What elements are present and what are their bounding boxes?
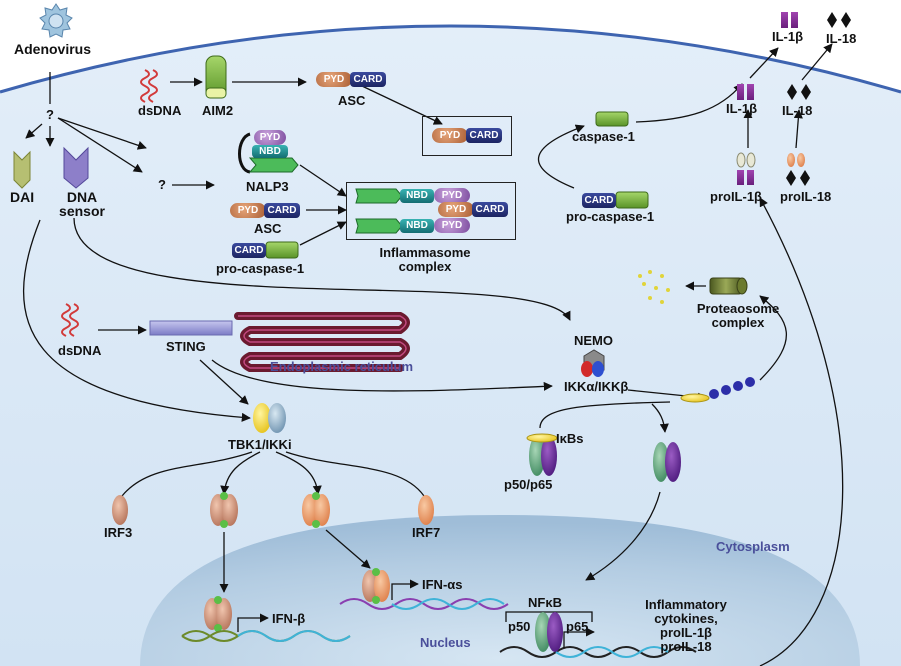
nemo-ikk-icon: [581, 349, 605, 377]
ikbs-label: IκBs: [556, 431, 584, 446]
dai-label: DAI: [10, 189, 35, 205]
sting-label: STING: [166, 339, 206, 354]
asc-speck-box: [422, 116, 512, 156]
cell-membrane: [0, 24, 901, 94]
nalp3-complex: [238, 132, 299, 174]
irf7-label: IRF7: [412, 525, 441, 540]
p50-label: p50: [508, 619, 531, 634]
inflam-asc-pyd: PYD: [438, 202, 474, 217]
irf-dna-bound-right-icon: [362, 568, 390, 604]
irf3-dimer-icon: [210, 492, 238, 528]
adenovirus-icon: [39, 3, 73, 38]
irf7-icon: [418, 495, 434, 525]
proteasome-icon: [709, 277, 748, 295]
procasp-right-card: CARD: [582, 193, 616, 208]
proteasome-label: Proteaosome complex: [696, 301, 780, 330]
aim2-label: AIM2: [202, 103, 234, 118]
dsdna-mid-icon: [61, 303, 79, 337]
nucleus-label: Nucleus: [420, 635, 471, 650]
asc-top-label: ASC: [338, 93, 366, 108]
proil18-label: proIL-18: [780, 189, 832, 204]
er-label: Endoplasmic reticulum: [270, 359, 414, 374]
tbk1-label: TBK1/IKKi: [228, 437, 292, 452]
asc-mid-label: ASC: [254, 221, 282, 236]
ifnb-label: IFN-β: [272, 611, 306, 626]
inflam-nbd-top: NBD: [400, 189, 434, 203]
aim2-icon: [205, 55, 227, 99]
p50-p65-ikb-icon: [526, 433, 558, 476]
irf3-icon: [112, 495, 128, 525]
asc-mid-pyd: PYD: [230, 203, 266, 218]
inflammasome-label: Inflammasome complex: [379, 245, 471, 274]
nemo-label: NEMO: [574, 333, 613, 348]
degraded-fragments-icon: [638, 270, 670, 304]
ikk-label: IKKα/IKKβ: [564, 379, 629, 394]
dna-sensor-label: DNA sensor: [59, 189, 105, 219]
nalp3-pyd: PYD: [254, 130, 286, 145]
il18-top-label: IL-18: [826, 31, 857, 46]
inflam-pyd-top: PYD: [434, 188, 470, 203]
inflam-nbd-bottom: NBD: [400, 219, 434, 233]
caspase1-label: caspase-1: [572, 129, 635, 144]
nfkb-label: NFκB: [528, 595, 562, 610]
endoplasmic-reticulum-icon: [234, 312, 410, 372]
dna-sensor-icon: [63, 146, 89, 189]
dai-icon: [13, 150, 31, 189]
il18-mid-icon: [787, 84, 811, 100]
nalp3-label: NALP3: [246, 179, 289, 194]
proil1b-icon: [736, 152, 756, 185]
asc-mid-card: CARD: [264, 203, 300, 218]
tbk1-ikki-icon: [253, 403, 286, 433]
proil18-icon: [786, 153, 810, 186]
p65-label: p65: [566, 619, 589, 634]
inflammasome-box: [346, 182, 516, 240]
cytokines-label: Inflammatory cytokines, proIL-1β proIL-1…: [645, 597, 727, 654]
asc-box-pyd: PYD: [432, 128, 468, 143]
il1b-mid-icon: [737, 84, 754, 100]
dna-helix-mid: [339, 598, 509, 610]
il1b-top-icon: [781, 12, 798, 28]
il18-mid-label: IL-18: [782, 103, 813, 118]
inflam-asc-card: CARD: [472, 202, 508, 217]
il1b-mid-label: IL-1β: [726, 101, 758, 116]
question-mark-2: ?: [158, 177, 166, 192]
pro-caspase-left-label: pro-caspase-1: [216, 261, 305, 276]
inflam-pyd-bottom: PYD: [434, 218, 470, 233]
irf-dna-bound-left-icon: [204, 596, 232, 632]
sting-icon: [149, 320, 233, 336]
p50-p65-free-icon: [653, 442, 681, 482]
proil1b-label: proIL-1β: [710, 189, 762, 204]
dsdna-top-label: dsDNA: [138, 103, 182, 118]
asc-top-card: CARD: [350, 72, 386, 87]
question-mark-1: ?: [46, 107, 54, 122]
p50p65-label: p50/p65: [504, 477, 553, 492]
il18-top-icon: [827, 12, 851, 28]
ubiquitin-chain-icon: [680, 377, 755, 403]
cytosplasm-label: Cytosplasm: [716, 539, 790, 554]
dsdna-strand-icon: [140, 69, 158, 103]
asc-top-pyd: PYD: [316, 72, 352, 87]
ifna-label: IFN-αs: [422, 577, 463, 592]
dsdna-mid-label: dsDNA: [58, 343, 102, 358]
adenovirus-label: Adenovirus: [14, 41, 92, 57]
nalp3-nbd: NBD: [252, 145, 288, 158]
asc-box-card: CARD: [466, 128, 502, 143]
nfkb-dna-bound-icon: [535, 612, 563, 652]
caspase1-icon: [595, 111, 629, 127]
irf7-dimer-icon: [302, 492, 330, 528]
dna-helix-right: [499, 646, 697, 658]
nucleus-region: [140, 515, 860, 666]
procasp-left-card: CARD: [232, 243, 266, 258]
il1b-top-label: IL-1β: [772, 29, 804, 44]
irf3-label: IRF3: [104, 525, 133, 540]
pro-caspase-right-label: pro-caspase-1: [566, 209, 655, 224]
